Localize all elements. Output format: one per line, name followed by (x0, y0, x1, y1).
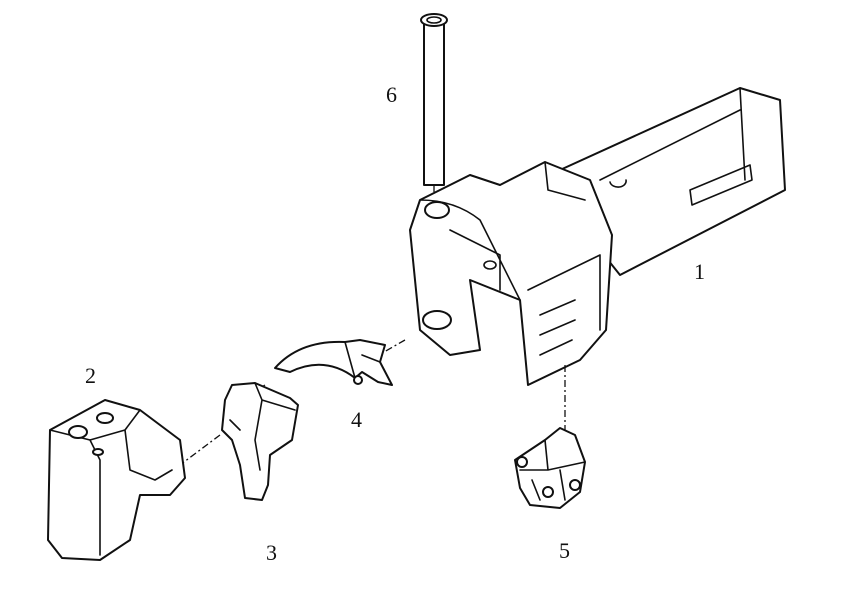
part-pin (420, 13, 448, 205)
label-part-5: 5 (559, 538, 570, 563)
label-part-1: 1 (694, 259, 705, 284)
label-part-2: 2 (85, 363, 96, 388)
label-part-6: 6 (386, 82, 397, 107)
part-coupler-body (369, 87, 786, 430)
part-knuckle (47, 399, 186, 561)
label-part-4: 4 (351, 407, 362, 432)
part-lock-lift (514, 427, 586, 509)
label-part-3: 3 (266, 540, 277, 565)
part-lock (179, 382, 299, 501)
